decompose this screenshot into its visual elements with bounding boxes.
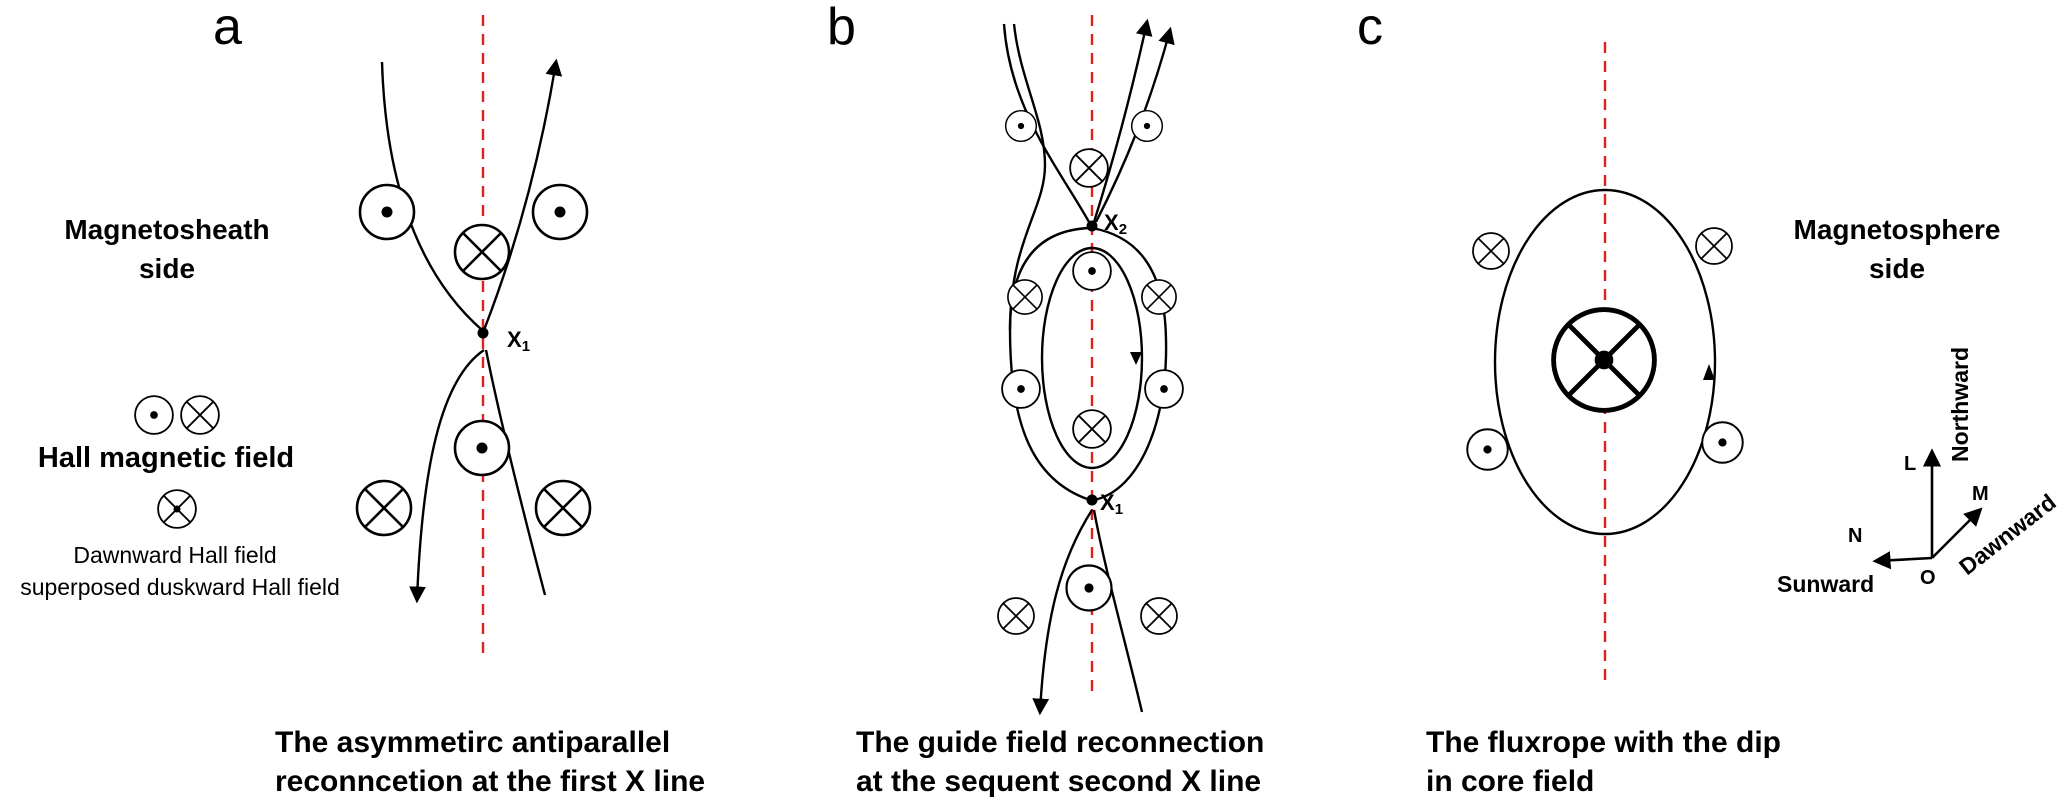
panel-a-lower-right-fieldline [484,349,547,596]
legend-hall-title: Hall magnetic field [38,442,294,474]
panel-a-x1-point [477,327,489,339]
panel-b-upper-left-fieldline [1002,23,1091,223]
axis-l-label: L [1904,453,1916,475]
panel-a-upper-right-fieldline [482,58,563,331]
legend-combined-line1: Dawnward Hall field [73,542,276,568]
panel-b-outer-loop-left [1008,23,1091,502]
panel-c-hall-in-upper-left [1472,232,1510,270]
panel-b-hall-out-top-left [1004,109,1038,143]
panel-b-inner-loop [1040,246,1144,470]
panel-b-letter: b [827,0,856,56]
panel-c-hall-out-lower-right [1701,421,1744,464]
northward-label: Northward [1947,347,1973,462]
panel-b-inner-loop-arrow [1130,352,1142,365]
panel-a-lower-left-fieldline [409,349,485,604]
panel-b: b X2 X1 The guide field reconnectio [827,0,1264,798]
panel-b-lower-left-fieldline [1032,509,1094,716]
magnetosheath-label-line2: side [139,253,195,284]
panel-c-core-center [1596,352,1612,368]
panel-b-x1-label: X1 [1100,490,1123,518]
panel-b-hall-out-mid-center [1072,251,1112,291]
panel-b-hall-out-low-left [1001,369,1041,409]
panel-b-hall-in-bottom-right [1140,597,1178,635]
magnetosheath-label-line1: Magnetosheath [64,214,269,245]
panel-c-letter: c [1357,0,1383,56]
magnetosphere-label-line1: Magnetosphere [1794,214,2001,245]
panel-b-hall-in-mid-left [1007,279,1043,315]
axis-o-label: O [1920,567,1936,589]
dawnward-label: Dawnward [1954,489,2061,580]
panel-b-hall-in-bottom-left [997,597,1035,635]
panel-c-fluxrope-loop [1493,188,1717,536]
panel-a-hall-in-lower-left [355,479,413,537]
legend: Hall magnetic field Dawnward Hall field … [20,395,340,600]
panel-b-hall-in-low-center [1072,409,1112,449]
legend-combined-line2: superposed duskward Hall field [20,574,340,600]
panel-b-hall-out-bottom-center [1065,564,1113,612]
panel-c-caption-line2: in core field [1426,765,1594,798]
panel-a-caption-line1: The asymmetirc antiparallel [275,726,670,759]
panel-b-lower-right-fieldline [1092,509,1144,713]
panel-a-hall-in-lower-right [534,479,592,537]
panel-c-hall-in-upper-right [1695,227,1733,265]
axis-m-arrow [1931,507,1983,559]
panel-b-outer-loop-right [1091,226,1168,502]
panel-a-hall-out-lower-center [453,419,511,477]
panel-b-hall-in-top-center [1069,148,1109,188]
panel-a: a X1 The asymmetirc antiparallel reconnc… [213,0,705,798]
sunward-label: Sunward [1777,571,1874,597]
legend-into-page-icon [180,395,220,435]
axis-n-arrow [1872,551,1933,570]
panel-a-hall-in-upper-center [453,223,511,281]
panel-a-x1-label: X1 [507,327,530,355]
magnetosphere-label: Magnetosphere side [1794,214,2001,284]
magnetosheath-label: Magnetosheath side [64,214,269,284]
panel-b-hall-out-top-right [1130,109,1164,143]
panel-a-caption-line2: reconncetion at the first X line [275,765,705,798]
panel-b-caption-line2: at the sequent second X line [856,765,1261,798]
magnetosphere-label-line2: side [1869,253,1925,284]
legend-out-of-page-icon [134,395,174,435]
panel-b-hall-out-low-right [1144,369,1184,409]
coordinate-axes: L M N O Northward Dawnward Sunward [1777,347,2061,597]
panel-c-loop-arrow [1703,364,1715,380]
panel-c-caption-line1: The fluxrope with the dip [1426,726,1781,759]
panel-c-hall-out-lower-left [1466,428,1509,471]
axis-n-label: N [1848,525,1862,547]
panel-b-hall-in-mid-right [1141,279,1177,315]
panel-b-x2-label: X2 [1104,210,1127,238]
panel-a-hall-out-upper-left [358,183,416,241]
legend-combined-icon [157,489,197,529]
panel-b-x2-point [1086,220,1098,232]
panel-b-upper-right-fieldline-1 [1092,18,1153,223]
panel-b-caption-line1: The guide field reconnection [856,726,1264,759]
panel-a-hall-out-upper-right [531,183,589,241]
panel-c: c The fluxrope with the dip in core fiel… [1357,0,1781,798]
panel-a-letter: a [213,0,242,56]
axis-m-label: M [1972,483,1989,505]
panel-b-x1-point [1086,494,1098,506]
